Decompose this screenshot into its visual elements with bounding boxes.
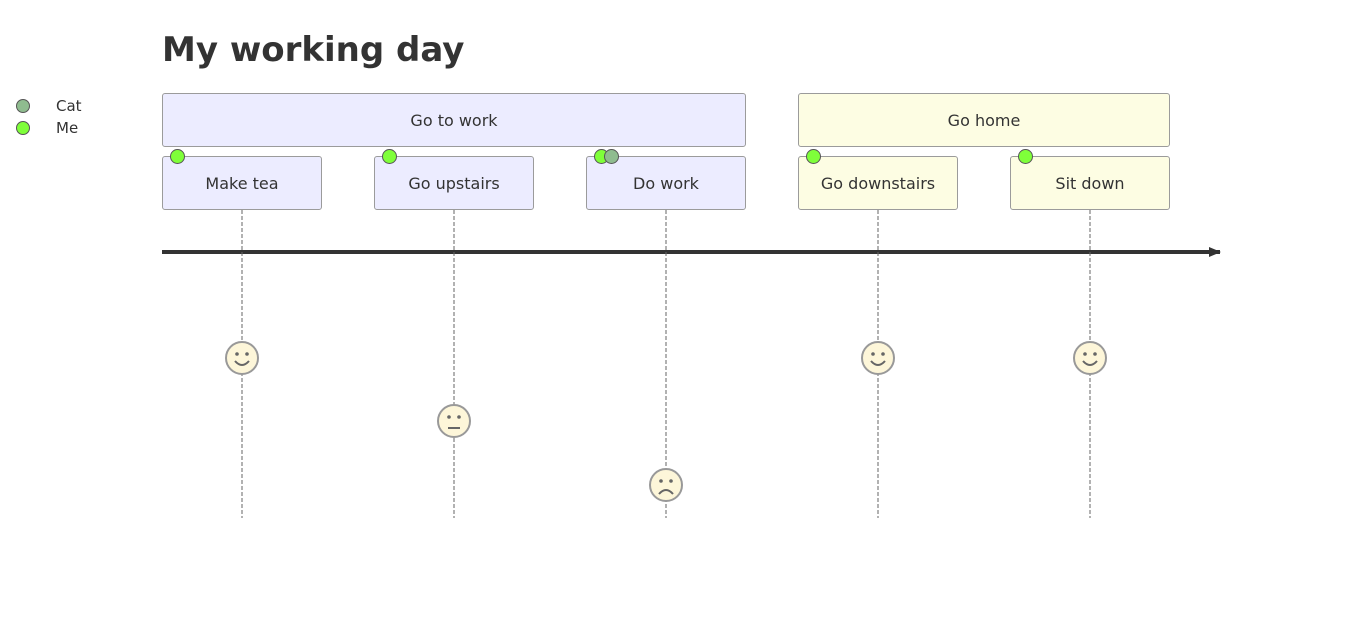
section-label: Go to work [410, 110, 498, 130]
legend-dot-cat [16, 99, 30, 113]
smiley-face-icon [225, 341, 259, 375]
legend-dot-me [16, 121, 30, 135]
task-label: Do work [633, 173, 699, 193]
task-sit-down: Sit down [1010, 156, 1170, 210]
legend-label: Cat [56, 97, 82, 115]
section-label: Go home [947, 110, 1021, 130]
actor-legend: Cat Me [16, 95, 82, 139]
actor-dot-me [1018, 149, 1033, 164]
legend-item-me: Me [16, 117, 82, 139]
actor-dot-me [806, 149, 821, 164]
task-label: Sit down [1055, 173, 1125, 193]
page-title: My working day [162, 30, 465, 70]
task-make-tea: Make tea [162, 156, 322, 210]
actor-dot-me [170, 149, 185, 164]
sad-face-icon [649, 468, 683, 502]
actor-dot-me [382, 149, 397, 164]
smiley-face-icon [861, 341, 895, 375]
task-label: Go upstairs [408, 173, 500, 193]
section-go-home: Go home [798, 93, 1170, 147]
task-do-work: Do work [586, 156, 746, 210]
legend-item-cat: Cat [16, 95, 82, 117]
neutral-face-icon [437, 404, 471, 438]
section-go-to-work: Go to work [162, 93, 746, 147]
actor-dot-cat [604, 149, 619, 164]
smiley-face-icon [1073, 341, 1107, 375]
task-go-downstairs: Go downstairs [798, 156, 958, 210]
task-label: Go downstairs [820, 173, 936, 193]
task-label: Make tea [205, 173, 279, 193]
task-go-upstairs: Go upstairs [374, 156, 534, 210]
legend-label: Me [56, 119, 79, 137]
